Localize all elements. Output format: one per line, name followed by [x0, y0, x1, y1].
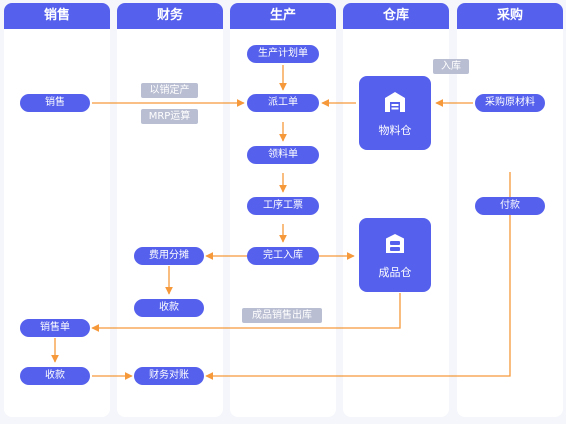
arrow-finished-to-sales-order — [91, 293, 401, 332]
lane-header-sales: 销售 — [4, 3, 110, 29]
tag-finished-sales-outbound: 成品销售出库 — [242, 308, 322, 323]
node-picking[interactable]: 领料单 — [247, 146, 319, 164]
finished-warehouse-label: 成品仓 — [378, 266, 412, 279]
node-material-warehouse[interactable]: 物料仓 — [359, 76, 431, 150]
node-work-ticket[interactable]: 工序工票 — [247, 197, 319, 215]
lane-header-purchase: 采购 — [457, 3, 563, 29]
node-expense-allocation[interactable]: 费用分摊 — [134, 247, 204, 265]
tag-produce-by-sales: 以销定产 — [141, 83, 198, 98]
node-completion[interactable]: 完工入库 — [247, 247, 319, 265]
node-sales-order[interactable]: 销售单 — [20, 319, 90, 337]
storage-box-icon — [386, 234, 404, 253]
lane-warehouse: 仓库 — [343, 3, 449, 417]
warehouse-icon — [385, 92, 405, 112]
node-production-plan[interactable]: 生产计划单 — [247, 45, 319, 63]
node-payment[interactable]: 付款 — [475, 197, 545, 215]
node-collection-sales[interactable]: 收款 — [20, 367, 90, 385]
material-warehouse-label: 物料仓 — [378, 124, 412, 137]
lane-header-warehouse: 仓库 — [343, 3, 449, 29]
node-reconciliation[interactable]: 财务对账 — [134, 367, 204, 385]
node-finished-warehouse[interactable]: 成品仓 — [359, 218, 431, 292]
lane-header-finance: 财务 — [117, 3, 223, 29]
node-dispatch[interactable]: 派工单 — [247, 94, 319, 112]
node-sales[interactable]: 销售 — [20, 94, 90, 112]
node-purchase-material[interactable]: 采购原材料 — [475, 94, 545, 112]
arrow-payment-to-reconciliation — [205, 172, 511, 380]
lane-finance: 财务 — [117, 3, 223, 417]
tag-mrp: MRP运算 — [141, 109, 198, 124]
node-collection-finance[interactable]: 收款 — [134, 299, 204, 317]
lane-sales: 销售 — [4, 3, 110, 417]
lane-header-production: 生产 — [230, 3, 336, 29]
tag-inbound: 入库 — [433, 59, 469, 74]
